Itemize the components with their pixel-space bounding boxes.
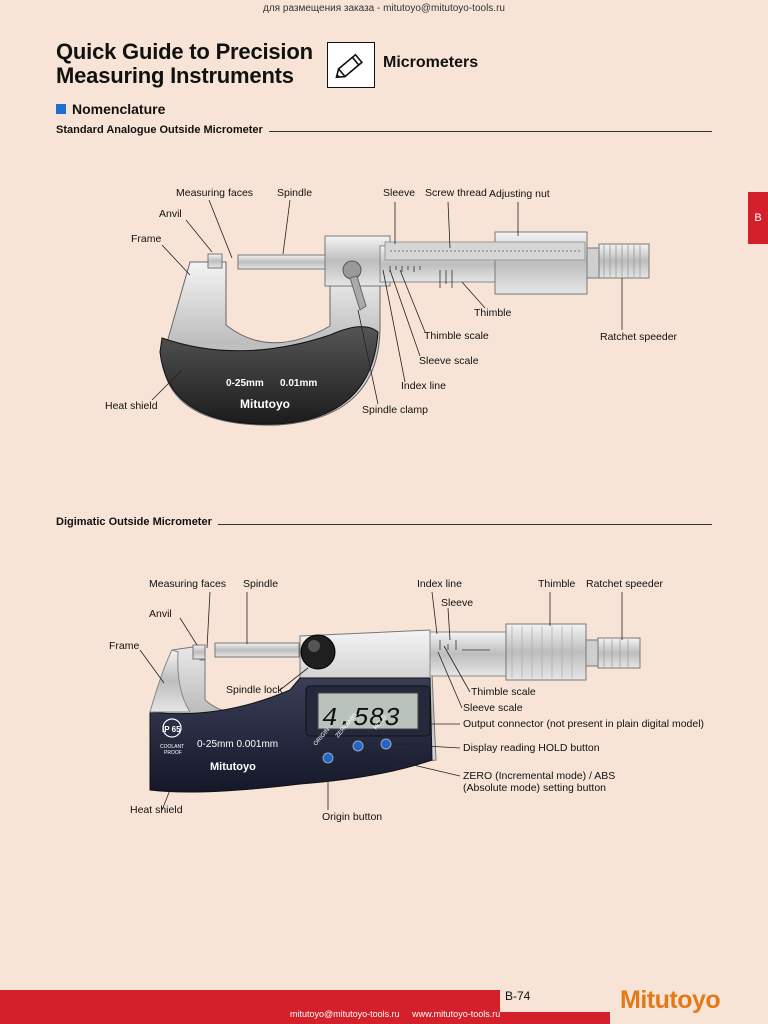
dg-label-frame: Frame	[109, 640, 140, 652]
coolant-text: COOLANT	[160, 744, 184, 750]
label-sleeve-scale: Sleeve scale	[419, 355, 479, 367]
page-category: Micrometers	[383, 54, 479, 71]
analogue-resolution-text: 0.01mm	[280, 378, 317, 389]
title-line-2: Measuring Instruments	[56, 63, 294, 88]
section-heading: Nomenclature	[56, 101, 165, 117]
section-heading-text: Nomenclature	[72, 101, 166, 117]
label-heat-shield: Heat shield	[105, 400, 158, 412]
dg-label-spindle-lock: Spindle lock	[226, 684, 283, 696]
dg-label-thimble-scale: Thimble scale	[471, 686, 536, 698]
label-adjusting-nut: Adjusting nut	[489, 188, 550, 200]
label-index-line: Index line	[401, 380, 446, 392]
origin-button-dot[interactable]	[322, 752, 334, 764]
display-reading-text: 4.583	[322, 703, 400, 733]
label-screw-thread: Screw thread	[425, 187, 487, 199]
proof-text: PROOF	[164, 750, 182, 756]
pencil-icon	[327, 42, 375, 88]
page-title: Quick Guide to Precision Measuring Instr…	[56, 40, 313, 88]
label-measuring-faces: Measuring faces	[176, 187, 254, 199]
footer-bar	[0, 990, 500, 1024]
side-chapter-tab[interactable]: B	[748, 192, 768, 244]
dg-label-ratchet-speeder: Ratchet speeder	[586, 578, 664, 590]
dg-label-zero-abs-line1: ZERO (Incremental mode) / ABS	[463, 770, 616, 782]
digimatic-brand-text: Mitutoyo	[210, 761, 256, 773]
label-spindle: Spindle	[277, 187, 313, 199]
dg-label-spindle: Spindle	[243, 578, 279, 590]
digimatic-range-text: 0-25mm 0.001mm	[197, 739, 278, 750]
dg-label-output-connector: Output connector (not present in plain d…	[463, 718, 705, 730]
ip-rating-badge	[162, 718, 182, 738]
brand-logo: Mitutoyo	[620, 986, 721, 1014]
zero-abs-button-dot[interactable]	[352, 740, 364, 752]
footer-contact[interactable]: mitutoyo@mitutoyo-tools.ru www.mitutoyo-…	[290, 1009, 501, 1019]
ip-rating-text: IP 65	[162, 725, 181, 734]
dg-label-sleeve: Sleeve	[441, 597, 474, 609]
label-anvil: Anvil	[159, 208, 182, 220]
page-number: B-74	[505, 989, 531, 1003]
dg-label-hold-button: Display reading HOLD button	[463, 742, 600, 754]
dg-label-zero-abs-line2: (Absolute mode) setting button	[463, 782, 607, 794]
title-line-1: Quick Guide to Precision	[56, 39, 313, 64]
label-ratchet-speeder: Ratchet speeder	[600, 331, 678, 343]
dg-label-origin-button: Origin button	[322, 811, 383, 823]
label-spindle-clamp: Spindle clamp	[362, 404, 428, 416]
label-sleeve: Sleeve	[383, 187, 416, 199]
label-thimble-scale: Thimble scale	[424, 330, 489, 342]
dg-label-sleeve-scale: Sleeve scale	[463, 702, 523, 714]
digimatic-heading-rule	[56, 524, 712, 525]
analogue-range-text: 0-25mm	[226, 378, 264, 389]
square-bullet-icon	[56, 104, 66, 114]
footer-bar-extension	[500, 1012, 610, 1024]
dg-label-index-line: Index line	[417, 578, 462, 590]
dg-label-heat-shield: Heat shield	[130, 804, 183, 816]
analogue-brand-text: Mitutoyo	[240, 397, 290, 411]
hold-button-dot[interactable]	[380, 738, 392, 750]
digimatic-section-heading: Digimatic Outside Micrometer	[56, 516, 218, 528]
label-thimble: Thimble	[474, 307, 512, 319]
dg-label-measuring-faces: Measuring faces	[149, 578, 227, 590]
label-frame: Frame	[131, 233, 162, 245]
top-order-note: для размещения заказа - mitutoyo@mitutoy…	[263, 3, 505, 14]
dg-label-thimble: Thimble	[538, 578, 576, 590]
dg-label-anvil: Anvil	[149, 608, 172, 620]
analogue-heading-rule	[56, 131, 712, 132]
analogue-section-heading: Standard Analogue Outside Micrometer	[56, 124, 269, 136]
